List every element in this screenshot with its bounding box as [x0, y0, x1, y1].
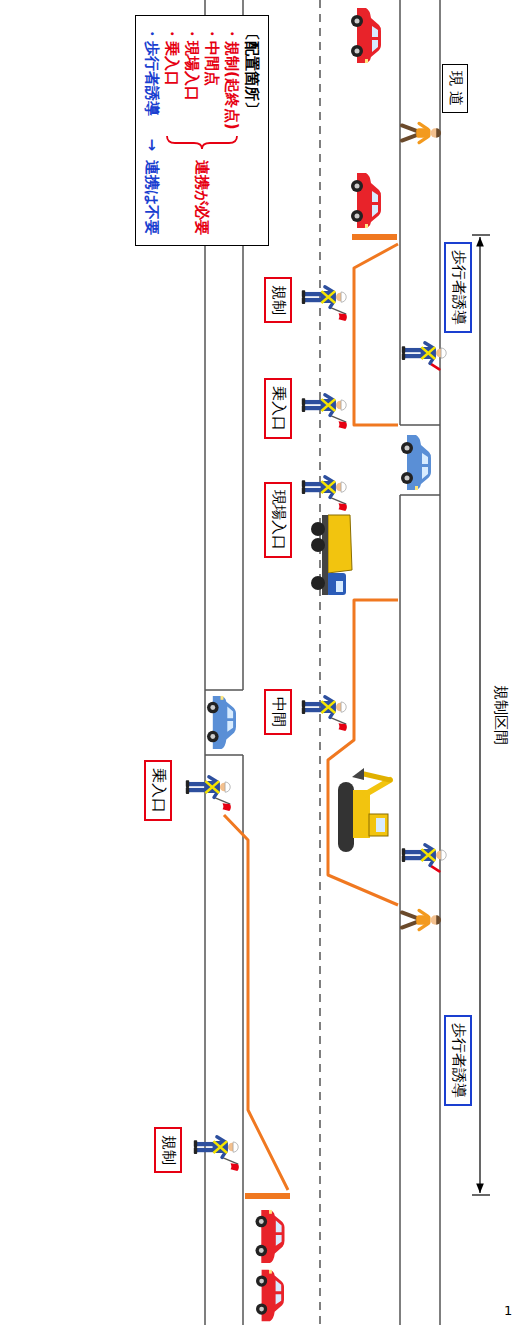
dimension-line [472, 235, 490, 1195]
post-label-box: 中間 [265, 689, 293, 735]
box-label: 乗入口 [269, 386, 289, 431]
post-label-box: 乗入口 [145, 760, 173, 821]
post-label-box: 規制 [265, 277, 293, 323]
flagger [194, 1137, 239, 1171]
box-label: 現場入口 [269, 490, 289, 550]
legend-text: 連携が必要 [192, 160, 212, 235]
red-car [256, 1210, 285, 1263]
box-label: 規制 [159, 1135, 179, 1165]
legend-box: 〔配置箇所〕・規制(起終点)・中間点・現場入口・乗入口・歩行者誘導連携が必要 → 連… [135, 15, 269, 246]
cone-lines [224, 237, 398, 1196]
legend-text: 〔配置箇所〕 [242, 26, 262, 235]
page-number: 1 [500, 1303, 516, 1320]
blue-car [207, 696, 236, 749]
brace-symbol [164, 134, 240, 150]
box-label: 規制 [269, 285, 289, 315]
red-car [256, 1270, 284, 1321]
pedestrian [402, 910, 441, 929]
flagger [186, 777, 231, 811]
flagger [302, 287, 347, 321]
box-label: 中間 [269, 697, 289, 727]
legend-text: ・規制(起終点) [222, 26, 242, 130]
post-label-box: 現場入口 [265, 482, 293, 558]
guide-worker [402, 343, 446, 369]
brace-line [167, 136, 237, 149]
guide-label-box: 歩行者誘導 [445, 1015, 473, 1106]
dump-truck [311, 515, 352, 595]
red-car [351, 173, 381, 228]
guide-worker [402, 845, 446, 871]
excavator [338, 768, 390, 852]
flagger [302, 477, 347, 511]
box-label: 現 道 [446, 71, 466, 106]
post-label-box: 規制 [155, 1127, 183, 1173]
road-label-box: 現 道 [443, 64, 469, 113]
legend-text: 連携は不要 [142, 160, 162, 235]
box-label: 歩行者誘導 [449, 250, 469, 325]
legend-text: ・乗入口 [162, 26, 182, 130]
guide-label-box: 歩行者誘導 [445, 242, 473, 333]
red-car [351, 8, 381, 63]
legend-text: → [142, 134, 162, 156]
pedestrian [402, 123, 441, 142]
box-label: 歩行者誘導 [449, 1023, 469, 1098]
flagger [302, 697, 347, 731]
dimension-label: 規制区間 [491, 681, 511, 749]
legend-text: ・中間点 [202, 26, 222, 130]
legend-text: ・歩行者誘導 [142, 26, 162, 130]
box-label: 乗入口 [149, 768, 169, 813]
flagger [302, 395, 347, 429]
blue-car [401, 435, 431, 490]
legend-text: ・現場入口 [182, 26, 202, 130]
post-label-box: 乗入口 [265, 378, 293, 439]
